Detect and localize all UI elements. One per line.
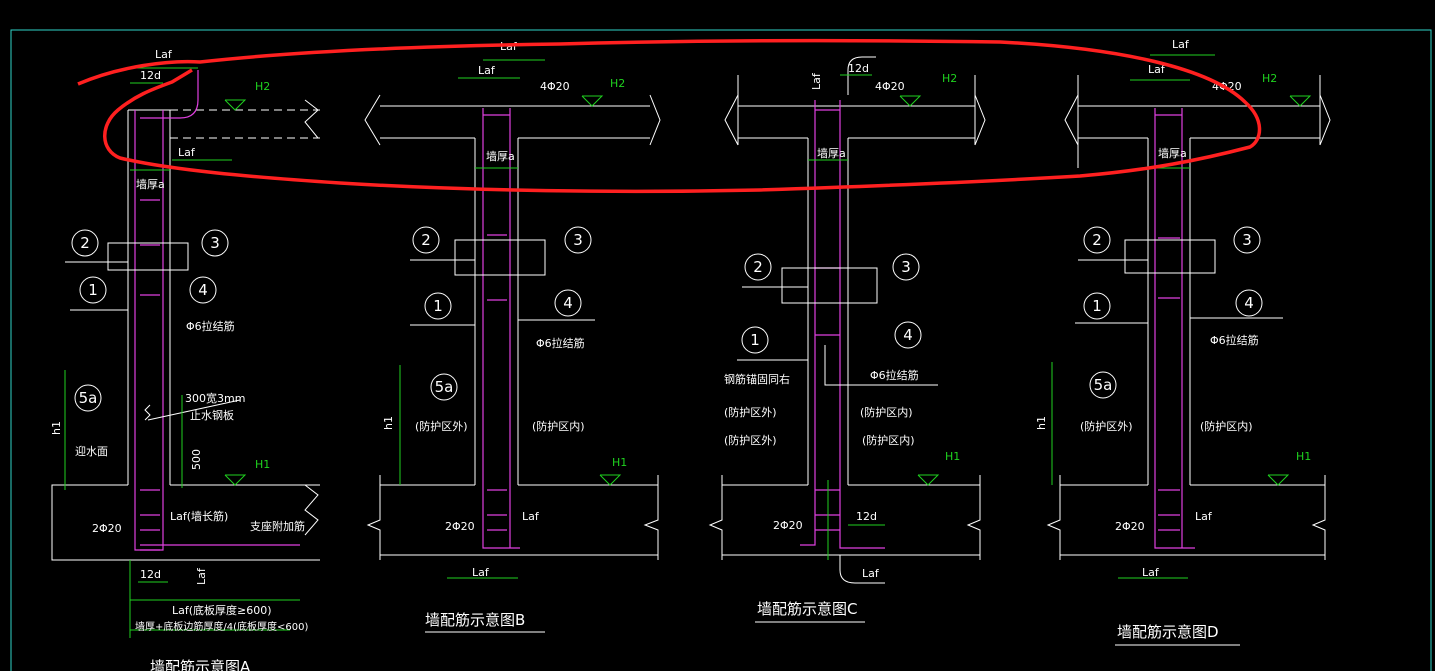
- label-h1: h1: [1035, 416, 1048, 430]
- callout-4: 4: [563, 294, 573, 312]
- callout-5a: 5a: [1094, 376, 1113, 394]
- label-prot-out-bracket: (防护区外): [724, 405, 777, 419]
- label-wall: 墙厚a: [1158, 146, 1187, 160]
- callout-2: 2: [80, 234, 90, 252]
- label-tie: Φ6拉结筋: [1210, 333, 1259, 347]
- detail-b: 2 3 1 4 5a Laf Laf 4Φ20 H2 墙厚a Φ6拉结筋 (防护…: [364, 40, 661, 633]
- label-laf: Laf: [195, 567, 208, 585]
- label-prot-out: (防护区外): [1080, 419, 1133, 433]
- label-2phi20: 2Φ20: [445, 520, 475, 533]
- label-laf: Laf: [862, 567, 880, 580]
- label-laf-long: Laf(墙长筋): [170, 509, 228, 523]
- label-prot-out: (防护区外): [724, 433, 777, 447]
- label-H1: H1: [612, 456, 627, 469]
- label-laf: Laf: [1148, 63, 1166, 76]
- label-prot-out: (防护区外): [415, 419, 468, 433]
- label-h1: h1: [382, 416, 395, 430]
- label-h2: H2: [942, 72, 957, 85]
- label-laf: Laf: [472, 566, 490, 579]
- callout-3: 3: [1242, 231, 1252, 249]
- callout-1: 1: [1092, 297, 1102, 315]
- label-500: 500: [190, 449, 203, 470]
- callout-5a: 5a: [435, 378, 454, 396]
- title-d: 墙配筋示意图D: [1117, 623, 1219, 641]
- label-wall: 墙厚a: [486, 149, 515, 163]
- title-c: 墙配筋示意图C: [757, 600, 857, 618]
- label-12d: 12d: [140, 69, 161, 82]
- callout-4: 4: [903, 326, 913, 344]
- callout-2: 2: [1092, 231, 1102, 249]
- label-H1: H1: [255, 458, 270, 471]
- label-4phi20: 4Φ20: [540, 80, 570, 93]
- label-h2: H2: [255, 80, 270, 93]
- label-h2: H2: [610, 77, 625, 90]
- detail-a: 2 3 1 4 5a Laf 12d Laf H2 墙厚a Φ6拉结筋 300宽…: [50, 48, 320, 671]
- callout-3: 3: [573, 231, 583, 249]
- callout-1: 1: [433, 297, 443, 315]
- label-12d: 12d: [848, 62, 869, 75]
- label-H1: H1: [945, 450, 960, 463]
- callout-4: 4: [1244, 294, 1254, 312]
- title-a: 墙配筋示意图A: [150, 658, 251, 671]
- callout-2: 2: [753, 258, 763, 276]
- label-wall: 墙厚a: [136, 177, 165, 191]
- label-tie: Φ6拉结筋: [870, 368, 919, 382]
- label-prot-in: (防护区内): [532, 419, 585, 433]
- callout-2: 2: [421, 231, 431, 249]
- label-tie: Φ6拉结筋: [186, 319, 235, 333]
- label-12d: 12d: [140, 568, 161, 581]
- label-laf: Laf: [1195, 510, 1213, 523]
- note-1: Laf(底板厚度≥600): [172, 603, 272, 617]
- callout-3: 3: [210, 234, 220, 252]
- label-laf: Laf: [810, 72, 823, 90]
- label-prot-in: (防护区内): [862, 433, 915, 447]
- title-b: 墙配筋示意图B: [425, 611, 525, 629]
- label-anchor-note: 钢筋锚固同右: [724, 372, 790, 386]
- label-laf: Laf: [1142, 566, 1160, 579]
- label-tie: Φ6拉结筋: [536, 336, 585, 350]
- label-h1: h1: [50, 421, 63, 435]
- label-laf: Laf: [1172, 38, 1190, 51]
- label-laf: Laf: [178, 146, 196, 159]
- label-waterstop-1: 300宽3mm: [185, 391, 245, 405]
- label-laf: Laf: [522, 510, 540, 523]
- label-prot-in: (防护区内): [1200, 419, 1253, 433]
- callout-5a: 5a: [79, 389, 98, 407]
- label-4phi20: 4Φ20: [875, 80, 905, 93]
- label-facing: 迎水面: [75, 445, 108, 458]
- callout-4: 4: [198, 281, 208, 299]
- label-2phi20: 2Φ20: [773, 519, 803, 532]
- callout-1: 1: [88, 281, 98, 299]
- label-laf: Laf: [155, 48, 173, 61]
- label-support: 支座附加筋: [250, 519, 305, 533]
- label-12d: 12d: [856, 510, 877, 523]
- red-highlight-annotation: [77, 38, 1262, 194]
- label-h2: H2: [1262, 72, 1277, 85]
- label-laf: Laf: [478, 64, 496, 77]
- label-2phi20: 2Φ20: [1115, 520, 1145, 533]
- detail-c: 2 3 1 4 Laf 12d 4Φ20 H2 墙厚a 钢筋锚固同右 Φ6拉结筋…: [708, 56, 986, 623]
- detail-d: 2 3 1 4 5a Laf Laf 4Φ20 H2 墙厚a Φ6拉结筋 (防护…: [1035, 38, 1331, 646]
- label-2phi20: 2Φ20: [92, 522, 122, 535]
- callout-3: 3: [901, 258, 911, 276]
- drawing-frame: [10, 29, 1432, 671]
- label-wall: 墙厚a: [817, 146, 846, 160]
- note-2: 墙厚+底板边筋厚度/4(底板厚度<600): [135, 620, 308, 633]
- label-waterstop-2: 止水钢板: [190, 408, 234, 422]
- label-prot-in-bracket: (防护区内): [860, 405, 913, 419]
- label-H1: H1: [1296, 450, 1311, 463]
- callout-1: 1: [750, 331, 760, 349]
